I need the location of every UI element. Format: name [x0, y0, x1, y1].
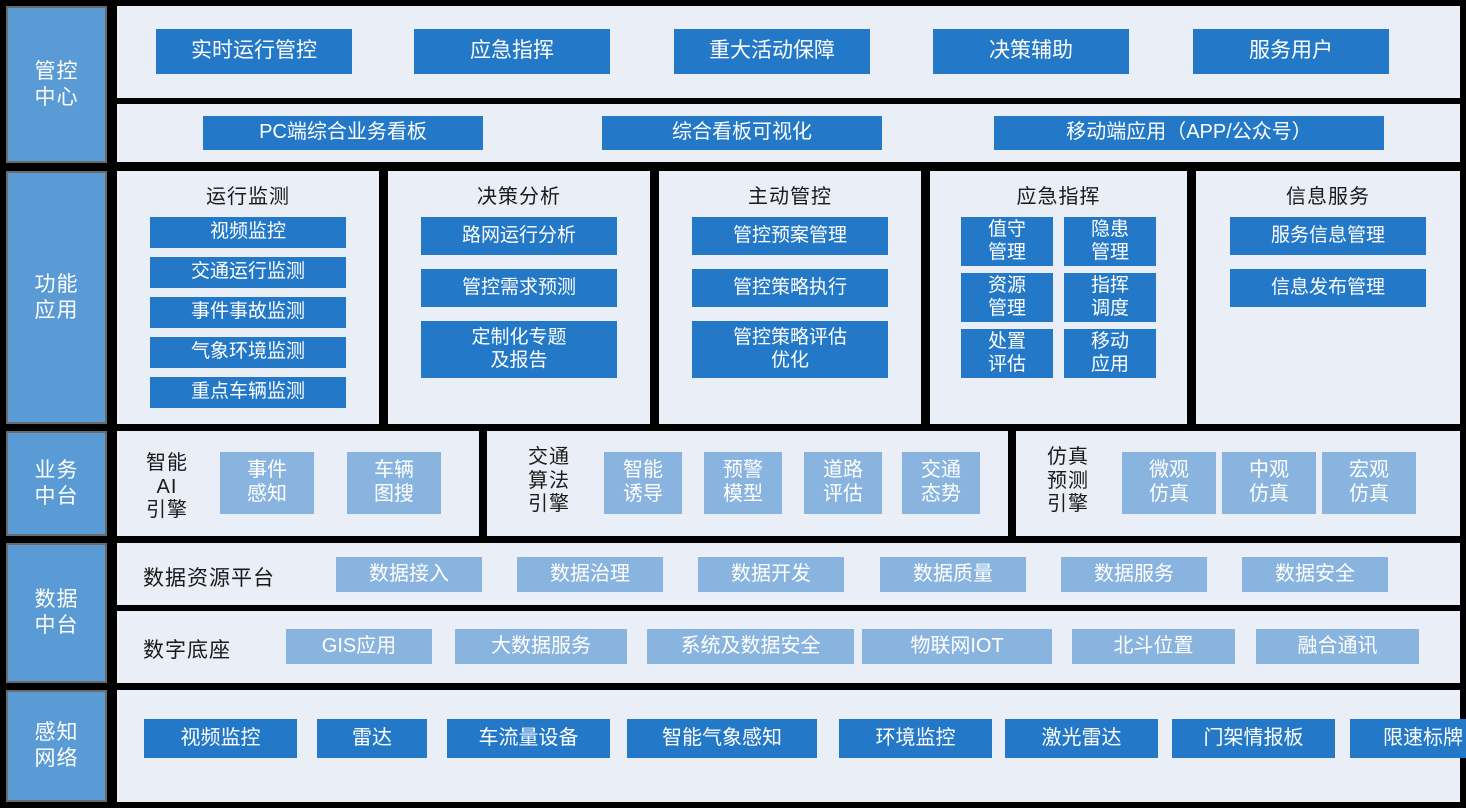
cc-chip-dashboard-visualization[interactable]: 综合看板可视化 [602, 116, 882, 150]
bm-chip-macro-simulation[interactable]: 宏观 仿真 [1322, 452, 1416, 514]
fa-chip-hazard-management[interactable]: 隐患 管理 [1064, 217, 1156, 266]
func-group-information-service: 信息服务 服务信息管理 信息发布管理 [1196, 171, 1460, 424]
bm-chip-micro-simulation[interactable]: 微观 仿真 [1122, 452, 1216, 514]
digital-base-panel: 数字底座 GIS应用 大数据服务 系统及数据安全 物联网IOT 北斗位置 融合通… [117, 611, 1460, 683]
fa-chip-service-info-management[interactable]: 服务信息管理 [1230, 217, 1426, 255]
group-title-operation-monitoring: 运行监测 [206, 186, 290, 208]
sn-chip-lidar[interactable]: 激光雷达 [1005, 719, 1158, 758]
cc-chip-realtime-control[interactable]: 实时运行管控 [156, 29, 352, 74]
digital-base-label: 数字底座 [143, 639, 231, 662]
fa-chip-road-network-analysis[interactable]: 路网运行分析 [421, 217, 617, 255]
fa-chip-video-surveillance[interactable]: 视频监控 [150, 217, 346, 248]
group-stack-information-service: 服务信息管理 信息发布管理 [1196, 217, 1460, 307]
cc-chip-major-event-support[interactable]: 重大活动保障 [674, 29, 870, 74]
fa-chip-traffic-operation-monitoring[interactable]: 交通运行监测 [150, 257, 346, 288]
fa-chip-incident-monitoring[interactable]: 事件事故监测 [150, 297, 346, 328]
fa-chip-duty-management[interactable]: 值守 管理 [961, 217, 1053, 266]
dm-chip-data-development[interactable]: 数据开发 [698, 557, 844, 592]
business-engine-ai-panel: 智能 AI 引擎 事件 感知 车辆 图搜 [117, 431, 479, 536]
group-stack-active-control: 管控预案管理 管控策略执行 管控策略评估 优化 [659, 217, 921, 378]
fa-chip-command-dispatch[interactable]: 指挥 调度 [1064, 273, 1156, 322]
func-group-operation-monitoring: 运行监测 视频监控 交通运行监测 事件事故监测 气象环境监测 重点车辆监测 [117, 171, 379, 424]
dm-chip-iot[interactable]: 物联网IOT [862, 629, 1052, 664]
func-group-decision-analysis: 决策分析 路网运行分析 管控需求预测 定制化专题 及报告 [388, 171, 650, 424]
fa-chip-disposal-evaluation[interactable]: 处置 评估 [961, 329, 1053, 378]
cc-chip-pc-dashboard[interactable]: PC端综合业务看板 [203, 116, 483, 150]
group-stack-operation-monitoring: 视频监控 交通运行监测 事件事故监测 气象环境监测 重点车辆监测 [117, 217, 379, 408]
business-engine-simulation-panel: 仿真 预测 引擎 微观 仿真 中观 仿真 宏观 仿真 [1016, 431, 1460, 536]
dm-chip-data-governance[interactable]: 数据治理 [517, 557, 663, 592]
bm-chip-road-evaluation[interactable]: 道路 评估 [804, 452, 882, 514]
dm-chip-data-ingestion[interactable]: 数据接入 [336, 557, 482, 592]
group-title-emergency-command: 应急指挥 [1016, 186, 1101, 208]
dm-chip-data-security[interactable]: 数据安全 [1242, 557, 1388, 592]
bm-chip-warning-model[interactable]: 预警 模型 [704, 452, 782, 514]
sn-chip-smart-weather-sensing[interactable]: 智能气象感知 [627, 719, 817, 758]
func-group-emergency-command: 应急指挥 值守 管理 隐患 管理 资源 管理 指挥 调度 处置 评估 移动 应用 [930, 171, 1187, 424]
bm-chip-traffic-situation[interactable]: 交通 态势 [902, 452, 980, 514]
fa-chip-info-release-management[interactable]: 信息发布管理 [1230, 269, 1426, 307]
bm-chip-meso-simulation[interactable]: 中观 仿真 [1222, 452, 1316, 514]
fa-chip-weather-environment-monitoring[interactable]: 气象环境监测 [150, 337, 346, 368]
dm-chip-system-data-security[interactable]: 系统及数据安全 [647, 629, 854, 664]
dm-chip-data-service[interactable]: 数据服务 [1061, 557, 1207, 592]
dm-chip-big-data-service[interactable]: 大数据服务 [455, 629, 627, 664]
sn-chip-video-surveillance[interactable]: 视频监控 [144, 719, 297, 758]
layer-tag-sensing-net[interactable]: 感知 网络 [6, 690, 107, 802]
dm-chip-converged-communication[interactable]: 融合通讯 [1256, 629, 1419, 664]
group-title-decision-analysis: 决策分析 [477, 186, 561, 208]
fa-chip-key-vehicle-monitoring[interactable]: 重点车辆监测 [150, 377, 346, 408]
bm-chip-event-perception[interactable]: 事件 感知 [220, 452, 314, 514]
group-stack-decision-analysis: 路网运行分析 管控需求预测 定制化专题 及报告 [388, 217, 650, 378]
fa-chip-custom-topic-report[interactable]: 定制化专题 及报告 [421, 321, 617, 378]
group-title-active-control: 主动管控 [748, 186, 832, 208]
group-grid-emergency-command: 值守 管理 隐患 管理 资源 管理 指挥 调度 处置 评估 移动 应用 [961, 217, 1156, 378]
fa-chip-control-demand-forecast[interactable]: 管控需求预测 [421, 269, 617, 307]
layer-tag-business-mid[interactable]: 业务 中台 [6, 431, 107, 536]
sn-chip-environment-monitoring[interactable]: 环境监控 [839, 719, 992, 758]
dm-chip-beidou-positioning[interactable]: 北斗位置 [1072, 629, 1235, 664]
group-title-information-service: 信息服务 [1286, 186, 1370, 208]
data-resource-platform-panel: 数据资源平台 数据接入 数据治理 数据开发 数据质量 数据服务 数据安全 [117, 543, 1460, 605]
fa-chip-control-plan-management[interactable]: 管控预案管理 [692, 217, 888, 255]
cc-chip-emergency-command[interactable]: 应急指挥 [414, 29, 610, 74]
cc-chip-decision-support[interactable]: 决策辅助 [933, 29, 1129, 74]
data-platform-label: 数据资源平台 [143, 567, 275, 590]
dm-chip-gis-application[interactable]: GIS应用 [286, 629, 432, 664]
control-center-panel-row1: 实时运行管控 应急指挥 重大活动保障 决策辅助 服务用户 [117, 6, 1460, 98]
layer-tag-data-mid[interactable]: 数据 中台 [6, 543, 107, 683]
cc-chip-mobile-app[interactable]: 移动端应用（APP/公众号） [994, 116, 1384, 150]
engine-label-traffic-algorithm: 交通 算法 引擎 [528, 446, 570, 516]
sn-chip-speed-limit-sign[interactable]: 限速标牌 [1350, 719, 1466, 758]
sn-chip-radar[interactable]: 雷达 [317, 719, 427, 758]
sn-chip-gantry-vms[interactable]: 门架情报板 [1172, 719, 1335, 758]
fa-chip-resource-management[interactable]: 资源 管理 [961, 273, 1053, 322]
layer-tag-control-center[interactable]: 管控 中心 [6, 6, 107, 163]
fa-chip-control-strategy-evaluation[interactable]: 管控策略评估 优化 [692, 321, 888, 378]
bm-chip-vehicle-image-search[interactable]: 车辆 图搜 [347, 452, 441, 514]
engine-label-simulation: 仿真 预测 引擎 [1047, 446, 1089, 516]
cc-chip-serve-users[interactable]: 服务用户 [1193, 29, 1389, 74]
engine-label-ai: 智能 AI 引擎 [146, 452, 188, 522]
sn-chip-traffic-flow-device[interactable]: 车流量设备 [447, 719, 610, 758]
business-engine-algorithm-panel: 交通 算法 引擎 智能 诱导 预警 模型 道路 评估 交通 态势 [487, 431, 1008, 536]
fa-chip-control-strategy-execution[interactable]: 管控策略执行 [692, 269, 888, 307]
fa-chip-mobile-application[interactable]: 移动 应用 [1064, 329, 1156, 378]
control-center-panel-row2: PC端综合业务看板 综合看板可视化 移动端应用（APP/公众号） [117, 104, 1460, 162]
layer-tag-function-app[interactable]: 功能 应用 [6, 171, 107, 424]
func-group-active-control: 主动管控 管控预案管理 管控策略执行 管控策略评估 优化 [659, 171, 921, 424]
sensing-network-panel: 视频监控 雷达 车流量设备 智能气象感知 环境监控 激光雷达 门架情报板 限速标… [117, 690, 1466, 802]
dm-chip-data-quality[interactable]: 数据质量 [880, 557, 1026, 592]
bm-chip-smart-guidance[interactable]: 智能 诱导 [604, 452, 682, 514]
